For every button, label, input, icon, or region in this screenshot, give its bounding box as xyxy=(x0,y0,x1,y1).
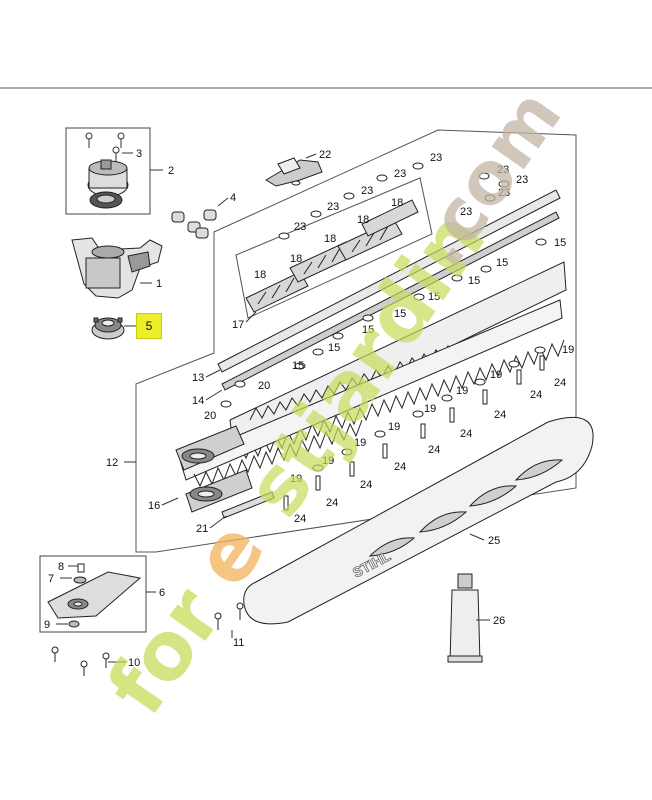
callout-19-f: 19 xyxy=(354,437,366,449)
callout-18-a: 18 xyxy=(391,197,403,209)
callout-23-e: 23 xyxy=(294,221,306,233)
callout-22: 22 xyxy=(319,149,331,161)
callout-15-f: 15 xyxy=(362,324,374,336)
callout-24-f: 24 xyxy=(394,461,406,473)
highlighted-part-label: 5 xyxy=(136,313,162,339)
callout-23-h: 23 xyxy=(498,187,510,199)
callout-25: 25 xyxy=(488,535,500,547)
callout-3: 3 xyxy=(136,148,142,160)
callout-23-c: 23 xyxy=(361,185,373,197)
leader-17 xyxy=(245,311,257,323)
callout-23-g: 23 xyxy=(516,174,528,186)
leader-4 xyxy=(217,197,229,207)
callout-24-h: 24 xyxy=(326,497,338,509)
callout-19-e: 19 xyxy=(388,421,400,433)
blade-strips xyxy=(217,189,561,391)
gearbox-detail-box xyxy=(65,127,151,215)
callout-10: 10 xyxy=(128,657,140,669)
callout-19-a: 19 xyxy=(562,344,574,356)
callout-11: 11 xyxy=(233,637,244,649)
callout-4: 4 xyxy=(230,192,236,204)
leader-14 xyxy=(205,389,223,401)
gear-housing xyxy=(71,237,163,299)
callout-18-d: 18 xyxy=(290,253,302,265)
callout-15-e: 15 xyxy=(394,308,406,320)
callout-18-c: 18 xyxy=(324,233,336,245)
callout-7: 7 xyxy=(48,573,54,585)
leader-16 xyxy=(161,497,179,506)
clamp-detail-box xyxy=(39,555,147,633)
leader-13 xyxy=(205,369,221,378)
callout-19-h: 19 xyxy=(290,473,302,485)
grease-tube-26 xyxy=(447,573,483,663)
callout-15-d: 15 xyxy=(428,291,440,303)
callout-18-b: 18 xyxy=(357,214,369,226)
callout-24-e: 24 xyxy=(428,444,440,456)
callout-15-g: 15 xyxy=(328,342,340,354)
blade-sheath-25 xyxy=(243,417,594,625)
drive-gear-5 xyxy=(91,317,125,340)
leader-25 xyxy=(469,533,485,541)
callout-2: 2 xyxy=(168,165,174,177)
callout-24-d: 24 xyxy=(460,428,472,440)
leader-21 xyxy=(209,515,227,529)
leader-22 xyxy=(305,153,317,159)
callout-1: 1 xyxy=(156,278,162,290)
callout-16: 16 xyxy=(148,500,160,512)
callout-14: 14 xyxy=(192,395,204,407)
callout-9: 9 xyxy=(44,619,50,631)
end-cap-22 xyxy=(265,157,323,187)
callout-20-b: 20 xyxy=(204,410,216,422)
blade-assembly-outline xyxy=(135,129,577,553)
finger-guards-18 xyxy=(245,199,419,313)
callout-15-b: 15 xyxy=(496,257,508,269)
site-watermark-grey: .com xyxy=(397,74,577,282)
callout-23-i: 23 xyxy=(460,206,472,218)
callout-15-h: 15 xyxy=(292,360,304,372)
callout-8: 8 xyxy=(58,561,64,573)
callout-26: 26 xyxy=(493,615,505,627)
callout-15-c: 15 xyxy=(468,275,480,287)
callout-23-f: 23 xyxy=(497,164,509,176)
callout-19-b: 19 xyxy=(490,369,502,381)
callout-19-c: 19 xyxy=(456,385,468,397)
guard-subassembly-box xyxy=(235,177,433,319)
bushing-set xyxy=(171,209,217,239)
callout-23-d: 23 xyxy=(327,201,339,213)
callout-24-c: 24 xyxy=(494,409,506,421)
callout-24-b: 24 xyxy=(530,389,542,401)
bolts-24 xyxy=(283,355,545,511)
guide-plates-16 xyxy=(175,425,275,519)
callout-18-e: 18 xyxy=(254,269,266,281)
callout-24-g: 24 xyxy=(360,479,372,491)
callout-24-i: 24 xyxy=(294,513,306,525)
callout-23-a: 23 xyxy=(430,152,442,164)
callout-12: 12 xyxy=(106,457,118,469)
lower-cutter-blade xyxy=(179,299,563,488)
callout-21: 21 xyxy=(196,523,208,535)
callout-6: 6 xyxy=(159,587,165,599)
callout-23-b: 23 xyxy=(394,168,406,180)
callout-19-g: 19 xyxy=(322,455,334,467)
callout-13: 13 xyxy=(192,372,204,384)
callout-15-a: 15 xyxy=(554,237,566,249)
callout-17: 17 xyxy=(232,319,244,331)
callout-24-a: 24 xyxy=(554,377,566,389)
screws-10-11 xyxy=(51,602,244,676)
washers xyxy=(220,162,547,472)
callout-19-d: 19 xyxy=(424,403,436,415)
callout-20-a: 20 xyxy=(258,380,270,392)
